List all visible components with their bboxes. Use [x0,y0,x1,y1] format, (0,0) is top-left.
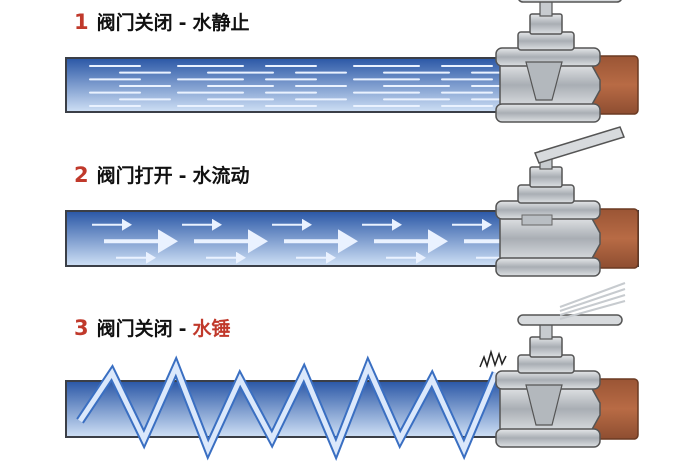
valve-stem-nut [529,166,563,188]
pipe-row-3 [65,282,639,461]
step-dash-1: - [178,12,187,34]
step-dash-2: - [178,165,187,187]
handle-motion-line [559,288,626,312]
valve-flange-bottom [495,257,601,277]
valve-handle-flat [518,0,622,3]
gate-raised [521,214,553,226]
step-effect-2: 水流动 [192,165,250,187]
step-number-1: 1 [74,10,89,34]
valve-handle-flat [517,314,623,326]
valve-flange-bottom [495,428,601,448]
handle-motion-line [559,300,626,320]
handle-motion-line [559,294,626,316]
pipe-row-1 [65,0,639,123]
pressure-wave [77,360,499,456]
caption-valve-closed-still: 1 阀门关闭-水静止 [74,10,250,35]
valve-handle-raised [534,126,625,164]
step-label-2: 阀门打开 [96,165,173,187]
step-label-1: 阀门关闭 [96,12,173,34]
pipe-row-2 [65,126,639,277]
handle-motion-line [559,282,626,308]
step-effect-3: 水锤 [192,318,231,340]
gate-wedge [525,384,563,426]
valve-stem-nut [529,13,563,35]
step-dash-3: - [178,318,187,340]
vibration-lines [479,349,507,369]
step-number-2: 2 [74,163,89,187]
gate-wedge [525,61,563,101]
valve-stem-nut [529,336,563,358]
step-effect-1: 水静止 [192,12,250,34]
valve-stem [539,0,553,17]
valve-flange-bottom [495,103,601,123]
step-number-3: 3 [74,316,89,340]
caption-valve-open-flow: 2 阀门打开-水流动 [74,163,250,188]
step-label-3: 阀门关闭 [96,318,173,340]
caption-valve-closed-hammer: 3 阀门关闭-水锤 [74,316,231,341]
